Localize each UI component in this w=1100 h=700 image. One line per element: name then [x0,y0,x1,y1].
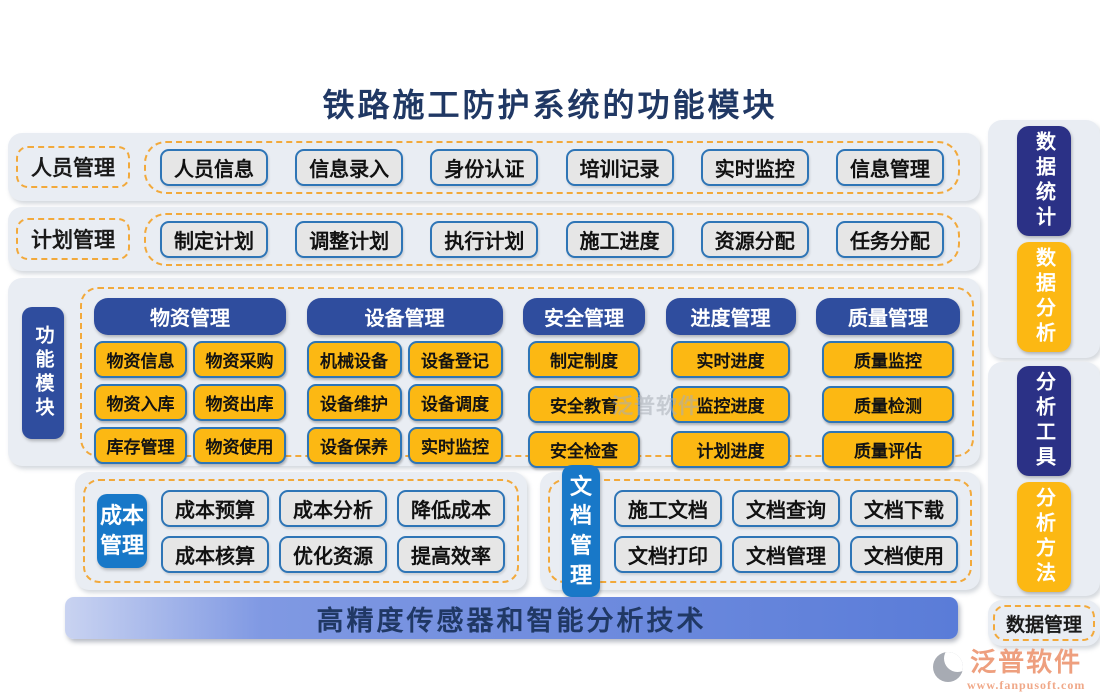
personnel-buttons-group: 人员信息 信息录入 身份认证 培训记录 实时监控 信息管理 [144,140,960,194]
equipment-management-column: 设备管理 机械设备 设备登记 设备维护 设备调度 设备保养 实时监控 [306,298,503,464]
sidebar-stack-top: 数据统计 数据分析 [988,120,1100,358]
sidebar-panel-bottom: 数据管理 [988,600,1100,646]
quality-management-header[interactable]: 质量管理 [816,298,960,335]
button-construction-document[interactable]: 施工文档 [614,489,722,527]
document-management-panel: 文档管理 施工文档 文档查询 文档下载 文档打印 文档管理 文档使用 [540,464,980,598]
button-cost-accounting[interactable]: 成本核算 [161,535,269,573]
sidebar-item-data-management[interactable]: 数据管理 [993,605,1095,641]
button-safety-education[interactable]: 安全教育 [527,386,641,423]
button-task-allocation[interactable]: 任务分配 [835,220,944,258]
technology-banner: 高精度传感器和智能分析技术 [65,597,958,639]
sidebar-panel-middle: 分析工具 分析方法 [988,362,1100,596]
sidebar-panel-top: 数据统计 数据分析 [988,120,1100,358]
document-group: 文档管理 施工文档 文档查询 文档下载 文档打印 文档管理 文档使用 [548,464,972,598]
material-management-column: 物资管理 物资信息 物资采购 物资入库 物资出库 库存管理 物资使用 [94,298,286,464]
button-construction-progress[interactable]: 施工进度 [565,220,674,258]
cost-management-panel: 成本管理 成本预算 成本分析 降低成本 成本核算 优化资源 提高效率 [75,472,527,590]
page-title: 铁路施工防护系统的功能模块 [322,87,778,123]
button-material-info[interactable]: 物资信息 [94,341,187,378]
button-identity-auth[interactable]: 身份认证 [430,148,539,186]
button-info-management[interactable]: 信息管理 [835,148,944,186]
button-planned-progress[interactable]: 计划进度 [670,431,791,468]
button-inventory-management[interactable]: 库存管理 [94,427,187,464]
progress-management-column: 进度管理 实时进度 监控进度 计划进度 [665,298,796,468]
button-adjust-plan[interactable]: 调整计划 [295,220,404,258]
function-modules-panel: 功能模块 物资管理 物资信息 物资采购 物资入库 物资出库 库存管理 物资使用 … [8,278,980,468]
button-cost-analysis[interactable]: 成本分析 [279,489,387,527]
sidebar-item-analysis-methods[interactable]: 分析方法 [1017,482,1071,592]
button-execute-plan[interactable]: 执行计划 [430,220,539,258]
button-material-usage[interactable]: 物资使用 [193,427,286,464]
button-training-record[interactable]: 培训记录 [565,148,674,186]
quality-management-column: 质量管理 质量监控 质量检测 质量评估 [816,298,960,468]
material-management-header[interactable]: 物资管理 [94,298,286,335]
button-machinery-equipment[interactable]: 机械设备 [306,341,402,378]
plan-buttons-group: 制定计划 调整计划 执行计划 施工进度 资源分配 任务分配 [144,212,960,266]
plan-management-label[interactable]: 计划管理 [16,218,130,260]
button-document-usage[interactable]: 文档使用 [850,535,958,573]
button-reduce-cost[interactable]: 降低成本 [397,489,505,527]
button-make-plan[interactable]: 制定计划 [160,220,268,258]
button-equipment-realtime-monitor[interactable]: 实时监控 [407,427,503,464]
personnel-management-label[interactable]: 人员管理 [16,146,130,188]
button-document-query[interactable]: 文档查询 [732,489,840,527]
button-personnel-info[interactable]: 人员信息 [160,148,268,186]
progress-buttons-grid: 实时进度 监控进度 计划进度 [670,341,791,468]
button-quality-monitor[interactable]: 质量监控 [821,341,955,378]
plan-row-panel: 计划管理 制定计划 调整计划 执行计划 施工进度 资源分配 任务分配 [8,207,980,271]
button-resource-allocation[interactable]: 资源分配 [700,220,809,258]
sidebar-item-analysis-tools[interactable]: 分析工具 [1017,366,1071,476]
fanpu-logo-text: 泛普软件 www.fanpusoft.com [967,648,1086,692]
button-cost-budget[interactable]: 成本预算 [161,489,269,527]
document-buttons-grid: 施工文档 文档查询 文档下载 文档打印 文档管理 文档使用 [614,489,958,573]
safety-buttons-grid: 制定制度 安全教育 安全检查 [527,341,641,468]
quality-buttons-grid: 质量监控 质量检测 质量评估 [821,341,955,468]
fanpu-logo-icon [933,652,963,682]
button-safety-inspection[interactable]: 安全检查 [527,431,641,468]
function-modules-label: 功能模块 [22,307,64,439]
button-info-entry[interactable]: 信息录入 [295,148,404,186]
button-document-management[interactable]: 文档管理 [732,535,840,573]
button-quality-evaluation[interactable]: 质量评估 [821,431,955,468]
button-optimize-resources[interactable]: 优化资源 [279,535,387,573]
equipment-management-header[interactable]: 设备管理 [306,298,503,335]
sidebar-item-data-analysis[interactable]: 数据分析 [1017,242,1071,352]
button-monitor-progress[interactable]: 监控进度 [670,386,791,423]
cost-group: 成本管理 成本预算 成本分析 降低成本 成本核算 优化资源 提高效率 [83,479,519,583]
cost-buttons-grid: 成本预算 成本分析 降低成本 成本核算 优化资源 提高效率 [161,489,505,573]
equipment-buttons-grid: 机械设备 设备登记 设备维护 设备调度 设备保养 实时监控 [306,341,503,464]
button-document-print[interactable]: 文档打印 [614,535,722,573]
function-modules-group: 物资管理 物资信息 物资采购 物资入库 物资出库 库存管理 物资使用 设备管理 … [80,287,974,468]
sidebar-stack-middle: 分析工具 分析方法 [988,362,1100,596]
button-make-rules[interactable]: 制定制度 [527,341,641,378]
safety-management-column: 安全管理 制定制度 安全教育 安全检查 [523,298,645,468]
fanpu-logo: 泛普软件 www.fanpusoft.com [933,650,1085,691]
button-improve-efficiency[interactable]: 提高效率 [397,535,505,573]
button-material-inbound[interactable]: 物资入库 [94,384,187,421]
button-document-download[interactable]: 文档下载 [850,489,958,527]
button-quality-inspection[interactable]: 质量检测 [821,386,955,423]
safety-management-header[interactable]: 安全管理 [523,298,645,335]
material-buttons-grid: 物资信息 物资采购 物资入库 物资出库 库存管理 物资使用 [94,341,286,464]
button-equipment-maintenance[interactable]: 设备维护 [306,384,402,421]
fanpu-brand-name: 泛普软件 [970,648,1083,677]
fanpu-brand-url: www.fanpusoft.com [967,678,1086,692]
button-equipment-dispatch[interactable]: 设备调度 [407,384,503,421]
cost-management-label[interactable]: 成本管理 [97,494,147,568]
button-equipment-upkeep[interactable]: 设备保养 [306,427,402,464]
button-realtime-monitor[interactable]: 实时监控 [700,148,809,186]
button-material-purchase[interactable]: 物资采购 [193,341,286,378]
personnel-row-panel: 人员管理 人员信息 信息录入 身份认证 培训记录 实时监控 信息管理 [8,133,980,201]
progress-management-header[interactable]: 进度管理 [665,298,796,335]
button-equipment-registration[interactable]: 设备登记 [407,341,503,378]
button-realtime-progress[interactable]: 实时进度 [670,341,791,378]
sidebar-item-data-statistics[interactable]: 数据统计 [1017,126,1071,236]
button-material-outbound[interactable]: 物资出库 [193,384,286,421]
document-management-label[interactable]: 文档管理 [562,464,600,598]
